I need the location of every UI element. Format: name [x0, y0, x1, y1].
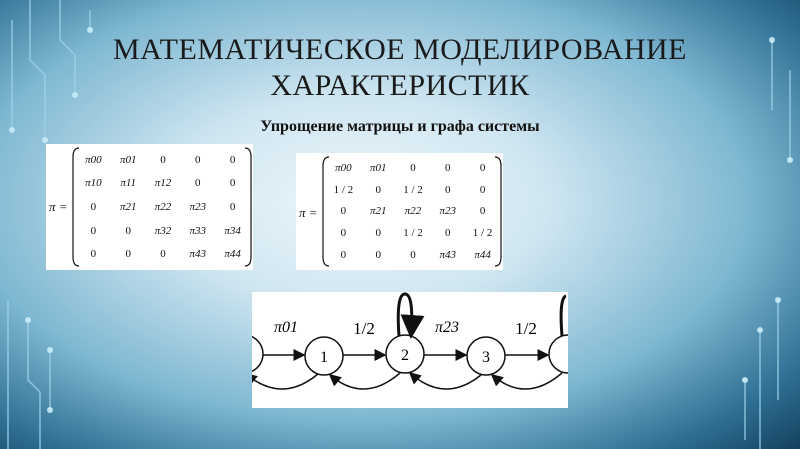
- matrix-cell: 1 / 2: [403, 227, 423, 240]
- graph-edge-label: π23: [435, 319, 459, 336]
- matrix-cell: 0: [479, 205, 486, 218]
- matrix-grid: π00 π01 0 0 0 π10 π11 π12 0 0 0 π21 π22 …: [76, 148, 250, 266]
- graph-self-loop: [559, 294, 567, 337]
- graph-self-loop: [396, 292, 425, 339]
- graph-edge-back: [328, 372, 401, 390]
- matrix-cell: 1 / 2: [333, 183, 354, 196]
- matrix-original: π = π00 π01 0 0 0 π10 π11 π12 0 0 0 π21 …: [46, 144, 253, 270]
- matrix-cell: 0: [160, 248, 166, 261]
- matrix-cell: 0: [195, 177, 201, 190]
- matrix-cell: π22: [154, 200, 172, 213]
- graph-edge-back: [408, 372, 482, 390]
- matrix-cell: 0: [445, 183, 451, 196]
- state-graph: 1 2 3 π01 1/2 π23 1/2: [252, 292, 568, 408]
- matrix-cell: 0: [479, 161, 486, 174]
- matrix-cell: π23: [439, 205, 457, 218]
- matrix-cell: 0: [229, 200, 236, 213]
- graph-edge-label: π01: [274, 319, 298, 336]
- matrix-cell: 0: [375, 183, 381, 196]
- matrix-cell: 0: [375, 227, 381, 240]
- graph-node-label: 2: [401, 347, 409, 364]
- matrix-cell: 0: [410, 161, 416, 174]
- title-line-2: ХАРАКТЕРИСТИК: [270, 69, 530, 102]
- matrix-cell: π22: [404, 205, 422, 218]
- matrix-cell: 0: [479, 183, 486, 196]
- matrix-cell: π01: [119, 153, 137, 166]
- matrix-cell: 0: [90, 224, 97, 237]
- state-graph-svg: 1 2 3 π01 1/2 π23 1/2: [252, 292, 568, 390]
- matrix-cell: π11: [120, 177, 137, 190]
- matrix-cell: 0: [90, 200, 97, 213]
- matrix-cell: 0: [340, 249, 347, 262]
- matrix-cell: 0: [410, 249, 416, 262]
- graph-node-label: 3: [482, 349, 490, 366]
- matrix-cell: 0: [445, 161, 451, 174]
- graph-edge-label: 1/2: [515, 319, 537, 338]
- matrix-cell: 0: [340, 227, 347, 240]
- graph-edge-label: 1/2: [353, 319, 375, 338]
- matrix-cell: π23: [189, 200, 207, 213]
- graph-edge-back: [252, 373, 319, 390]
- matrix-cell: 1 / 2: [472, 227, 493, 240]
- matrix-cell: 0: [340, 205, 347, 218]
- graph-node-partial: [252, 335, 264, 373]
- left-bracket: [72, 147, 80, 267]
- matrix-cell: 0: [375, 249, 381, 262]
- graph-edge-back: [490, 372, 563, 390]
- matrix-cell: 0: [229, 153, 236, 166]
- matrix-cell: 0: [445, 227, 451, 240]
- matrix-cell: 1 / 2: [403, 183, 423, 196]
- matrix-cell: 0: [90, 248, 97, 261]
- graph-node-partial: [548, 334, 568, 374]
- matrix-label: π =: [299, 205, 318, 220]
- matrix-label: π =: [49, 199, 68, 214]
- slide-subtitle: Упрощение матрицы и графа системы: [260, 118, 540, 135]
- matrix-cell: π43: [439, 249, 457, 262]
- left-bracket: [322, 156, 330, 267]
- matrix-cell: 0: [160, 153, 166, 166]
- title-line-1: МАТЕМАТИЧЕСКОЕ МОДЕЛИРОВАНИЕ: [112, 33, 688, 66]
- matrix-cell: 0: [125, 248, 131, 261]
- matrix-cell: π01: [369, 161, 387, 174]
- matrix-cell: 0: [229, 177, 236, 190]
- right-bracket: [494, 156, 502, 267]
- matrix-simplified: π = π00 π01 0 0 0 1 / 2 0 1 / 2 0 0 0 π2…: [296, 153, 503, 270]
- graph-node-label: 1: [320, 349, 328, 366]
- matrix-cell: π44: [474, 249, 491, 262]
- right-bracket: [244, 147, 252, 267]
- slide-title: МАТЕМАТИЧЕСКОЕ МОДЕЛИРОВАНИЕ ХАРАКТЕРИСТ…: [0, 32, 800, 104]
- matrix-cell: 0: [125, 224, 131, 237]
- matrix-cell: π43: [189, 248, 207, 261]
- matrix-cell: π21: [369, 205, 387, 218]
- matrix-cell: π21: [119, 200, 137, 213]
- matrix-cell: π32: [154, 224, 172, 237]
- matrix-grid: π00 π01 0 0 0 1 / 2 0 1 / 2 0 0 0 π21 π2…: [326, 157, 500, 266]
- matrix-cell: π00: [85, 153, 102, 166]
- matrix-cell: π44: [224, 248, 241, 261]
- matrix-cell: π10: [85, 177, 102, 190]
- matrix-cell: π33: [189, 224, 207, 237]
- matrix-cell: π12: [154, 177, 172, 190]
- matrix-cell: π00: [335, 161, 352, 174]
- matrix-cell: π34: [224, 224, 241, 237]
- matrix-cell: 0: [195, 153, 201, 166]
